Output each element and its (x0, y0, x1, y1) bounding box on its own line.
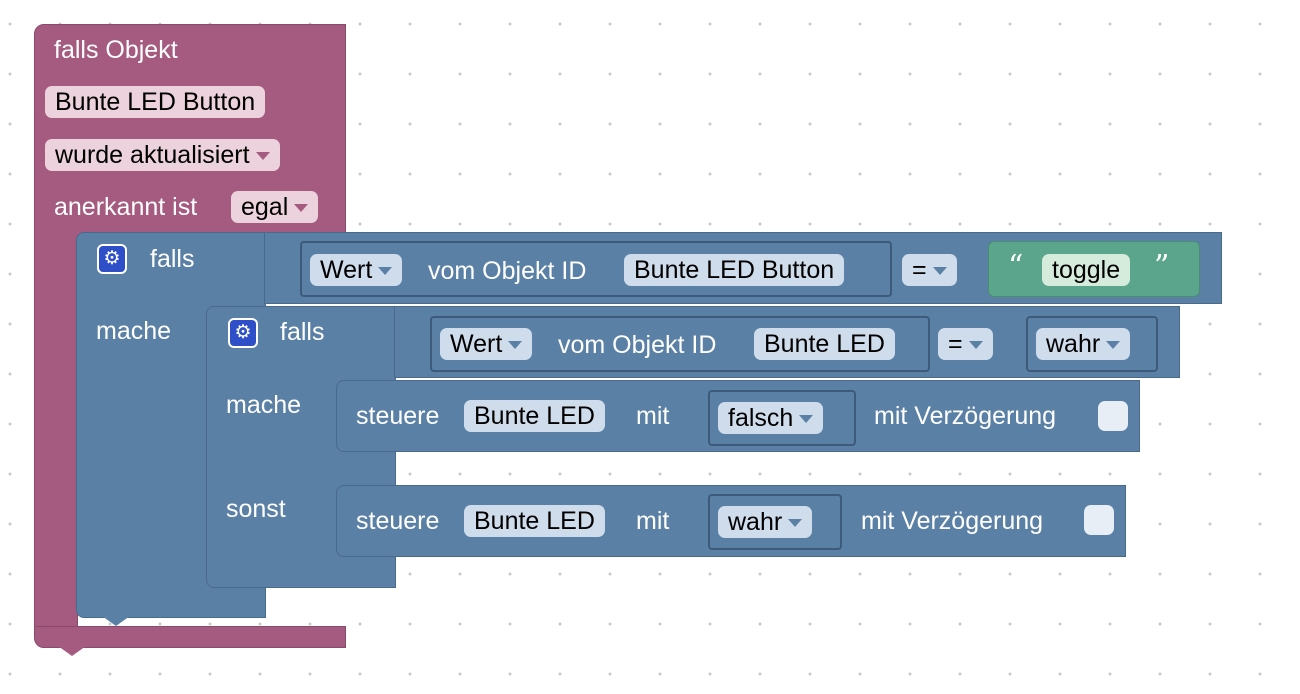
chevron-down-icon (1106, 341, 1121, 350)
gear-icon[interactable]: ⚙ (228, 318, 258, 348)
inner-do-label: mache (226, 391, 302, 419)
chevron-down-icon (378, 267, 393, 276)
control-then-value-socket (708, 390, 856, 446)
inner-else-label: sonst (226, 495, 286, 523)
chevron-down-icon (508, 341, 523, 350)
event-block-notch (58, 646, 86, 656)
chevron-down-icon (294, 204, 309, 213)
inner-object-field[interactable]: Bunte LED (754, 328, 895, 360)
event-block-bottom[interactable] (34, 626, 346, 648)
event-object-field[interactable]: Bunte LED Button (45, 86, 266, 118)
outer-if-label: falls (150, 245, 195, 273)
chevron-down-icon (799, 415, 814, 424)
outer-object-label: vom Objekt ID (428, 257, 587, 285)
control-then-label: steuere (356, 402, 440, 430)
event-block-spine[interactable] (34, 240, 78, 630)
chevron-down-icon (932, 267, 947, 276)
control-then-with-label: mit (636, 402, 670, 430)
control-else-with-label: mit (636, 507, 670, 535)
control-else-delay-label: mit Verzögerung (861, 507, 1044, 535)
control-then-delay-checkbox[interactable] (1098, 401, 1128, 431)
inner-value-dropdown[interactable]: Wert (440, 328, 533, 360)
inner-if-label: falls (280, 318, 325, 346)
event-ack-dropdown[interactable]: egal (231, 191, 319, 223)
control-else-value-socket (708, 494, 842, 550)
event-title: falls Objekt (54, 36, 178, 64)
control-else-label: steuere (356, 507, 440, 535)
quote-close-icon: ” (1154, 249, 1170, 284)
outer-value-dropdown[interactable]: Wert (310, 254, 403, 286)
outer-object-field[interactable]: Bunte LED Button (624, 254, 845, 286)
outer-do-label: mache (96, 317, 172, 345)
inner-operator-dropdown[interactable]: = (938, 328, 993, 360)
control-then-object-field[interactable]: Bunte LED (464, 400, 605, 432)
gear-icon[interactable]: ⚙ (97, 244, 127, 274)
control-then-value-dropdown[interactable]: falsch (718, 402, 824, 434)
control-else-value-dropdown[interactable]: wahr (718, 506, 813, 538)
control-then-delay-label: mit Verzögerung (874, 402, 1057, 430)
outer-if-notch (102, 616, 130, 626)
inner-condition-socket (430, 316, 930, 372)
event-ack-label: anerkannt ist (54, 193, 198, 221)
outer-operator-dropdown[interactable]: = (902, 254, 957, 286)
text-value-field[interactable]: toggle (1042, 254, 1131, 286)
inner-object-label: vom Objekt ID (558, 331, 717, 359)
inner-compare-dropdown[interactable]: wahr (1036, 328, 1131, 360)
inner-compare-socket (1026, 316, 1158, 372)
control-else-delay-checkbox[interactable] (1084, 505, 1114, 535)
event-trigger-dropdown[interactable]: wurde aktualisiert (45, 139, 280, 171)
chevron-down-icon (968, 341, 983, 350)
quote-open-icon: “ (1008, 249, 1024, 284)
control-else-object-field[interactable]: Bunte LED (464, 505, 605, 537)
outer-condition-socket (300, 241, 892, 297)
chevron-down-icon (255, 152, 270, 161)
chevron-down-icon (788, 519, 803, 528)
